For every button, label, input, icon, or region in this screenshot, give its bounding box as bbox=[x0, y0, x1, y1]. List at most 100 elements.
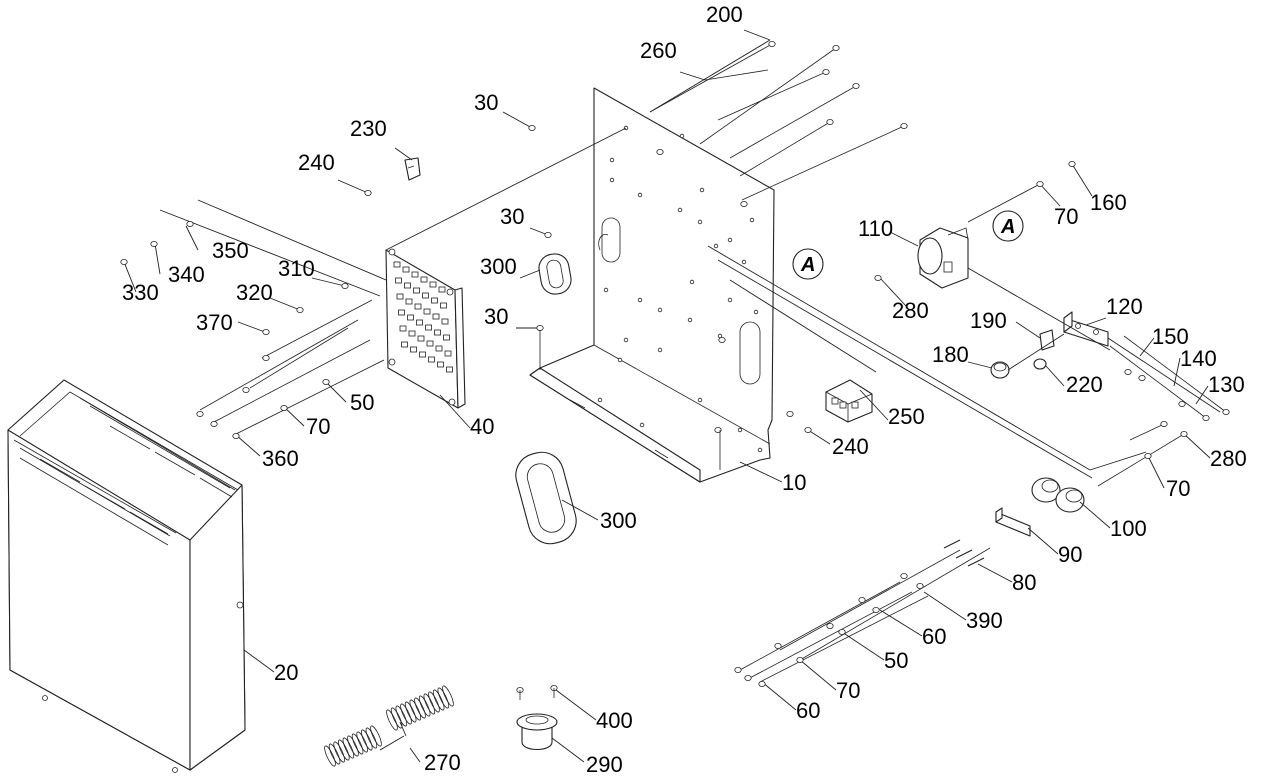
cable-glands-part-100 bbox=[1031, 477, 1085, 513]
leader-line bbox=[123, 261, 137, 293]
leader-line bbox=[237, 321, 266, 333]
screw-axis bbox=[717, 71, 827, 121]
part-label-320: 320 bbox=[236, 280, 273, 305]
screw-head bbox=[341, 282, 349, 289]
leader-line bbox=[1139, 337, 1155, 357]
screw-head bbox=[1202, 414, 1210, 421]
cap-part-220 bbox=[1033, 358, 1047, 370]
svg-text:A: A bbox=[800, 254, 815, 276]
leader-line bbox=[1183, 433, 1211, 459]
leader-line bbox=[807, 429, 831, 445]
leader-line bbox=[1027, 527, 1059, 555]
screw-head bbox=[186, 220, 194, 227]
screw-axis bbox=[1097, 433, 1185, 487]
leader-line bbox=[743, 29, 771, 41]
leader-line bbox=[269, 297, 301, 311]
part-label-300: 300 bbox=[480, 254, 517, 279]
grommet-part-300-lower bbox=[515, 451, 577, 545]
screw-head bbox=[1160, 420, 1168, 427]
leader-line bbox=[977, 563, 1013, 583]
leader-line bbox=[879, 609, 923, 637]
part-number-labels: 2002603023024030300303503403303103203705… bbox=[122, 2, 1247, 777]
leader-line bbox=[739, 461, 783, 483]
part-label-180: 180 bbox=[932, 342, 969, 367]
part-label-190: 190 bbox=[970, 308, 1007, 333]
screw-axis bbox=[759, 595, 929, 683]
screw-axis bbox=[235, 359, 385, 435]
cap-part-290 bbox=[516, 713, 558, 751]
screw-head bbox=[196, 410, 204, 417]
screw-head bbox=[280, 404, 288, 411]
screw-head bbox=[744, 675, 752, 682]
part-label-220: 220 bbox=[1066, 372, 1103, 397]
screw-axis bbox=[745, 591, 913, 681]
leader-line bbox=[159, 209, 381, 297]
leader-line bbox=[551, 737, 585, 763]
screw-head bbox=[796, 657, 804, 664]
screw-axis bbox=[213, 339, 371, 423]
leader-line bbox=[679, 71, 706, 81]
leader-line bbox=[399, 721, 407, 737]
screw-axis bbox=[199, 319, 359, 411]
part-label-100: 100 bbox=[1110, 516, 1147, 541]
leader-line bbox=[1079, 501, 1111, 529]
screw-head bbox=[1180, 430, 1188, 437]
part-label-390: 390 bbox=[966, 608, 1003, 633]
screw-head bbox=[322, 378, 330, 385]
leader-line bbox=[967, 361, 993, 369]
clip-part-230 bbox=[404, 157, 421, 181]
svg-text:A: A bbox=[1000, 216, 1015, 238]
screw-axis bbox=[261, 299, 373, 359]
leader-line bbox=[967, 183, 1041, 223]
screw-head bbox=[232, 432, 240, 439]
leader-line bbox=[923, 591, 967, 621]
leader-line bbox=[409, 747, 421, 763]
leader-line bbox=[1015, 321, 1041, 339]
screw-head bbox=[826, 119, 834, 126]
leader-line bbox=[1195, 385, 1209, 405]
leader-line bbox=[729, 279, 877, 373]
part-label-330: 330 bbox=[122, 280, 159, 305]
part-label-10: 10 bbox=[782, 470, 806, 495]
screw-head bbox=[656, 148, 664, 155]
leader-line bbox=[1007, 333, 1065, 371]
screw-head bbox=[900, 123, 908, 130]
screw-head bbox=[804, 426, 812, 433]
leader-line bbox=[841, 631, 885, 661]
part-label-230: 230 bbox=[350, 116, 387, 141]
screw-head bbox=[832, 45, 840, 52]
leader-line bbox=[337, 179, 369, 194]
screw-head bbox=[822, 69, 830, 76]
leader-line bbox=[235, 434, 261, 457]
leader-line bbox=[889, 231, 919, 247]
part-label-300: 300 bbox=[600, 508, 637, 533]
leader-line bbox=[1085, 317, 1107, 326]
part-label-150: 150 bbox=[1152, 324, 1189, 349]
screw-axis bbox=[1123, 335, 1227, 413]
screw-head bbox=[364, 189, 372, 196]
leader-line bbox=[154, 243, 161, 275]
leader-line bbox=[519, 269, 541, 279]
connector-part-190 bbox=[1039, 329, 1055, 351]
screw-axis bbox=[699, 47, 837, 145]
screw-head bbox=[528, 125, 536, 132]
part-label-350: 350 bbox=[212, 238, 249, 263]
leader-line bbox=[799, 659, 837, 691]
part-label-70: 70 bbox=[836, 678, 860, 703]
part-label-360: 360 bbox=[262, 446, 299, 471]
part-label-240: 240 bbox=[832, 434, 869, 459]
leader-line bbox=[439, 394, 471, 429]
part-label-290: 290 bbox=[586, 752, 623, 777]
screw-axis bbox=[741, 125, 905, 201]
part-label-280: 280 bbox=[1210, 446, 1247, 471]
screw-head bbox=[1124, 368, 1132, 375]
screw-head bbox=[872, 607, 880, 614]
leader-line bbox=[385, 127, 627, 251]
part-label-40: 40 bbox=[470, 414, 494, 439]
screw-head bbox=[852, 83, 860, 90]
leader-line bbox=[185, 225, 199, 251]
screw-head bbox=[210, 420, 218, 427]
part-label-90: 90 bbox=[1058, 542, 1082, 567]
